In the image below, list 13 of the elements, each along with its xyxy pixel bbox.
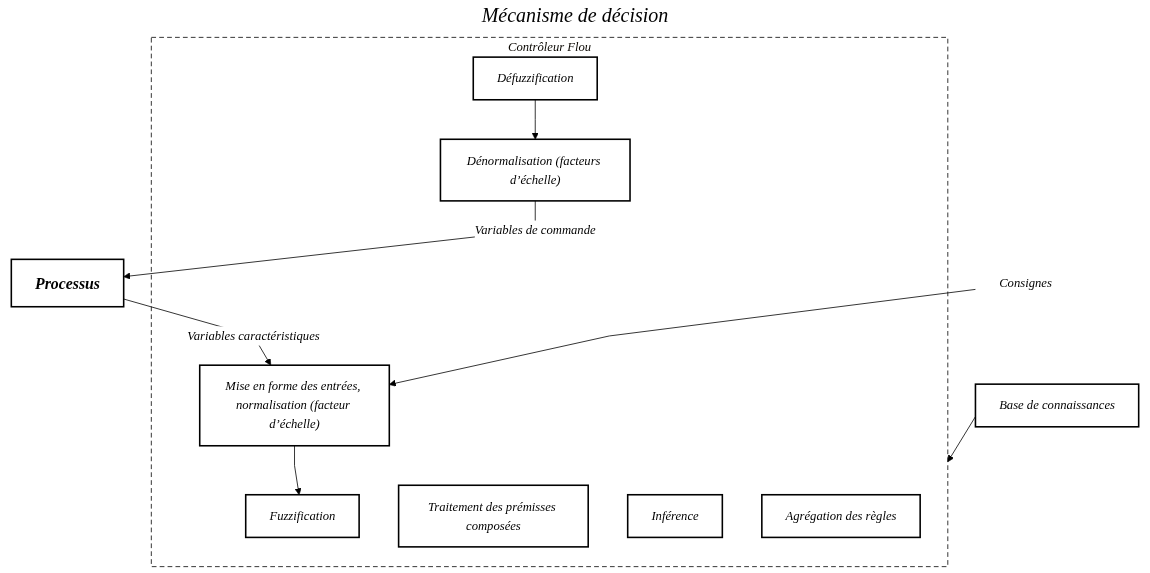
- node-box: Défuzzification: [472, 56, 598, 101]
- node-box: Traitement des prémisses composées: [397, 484, 589, 548]
- bracket-label: Mécanisme de décision: [481, 4, 669, 26]
- node-box: Processus: [10, 258, 125, 308]
- node-box: Base de connaissances: [974, 383, 1140, 428]
- node-box: Inférence: [626, 493, 724, 539]
- edge-label: Variables caractéristiques: [187, 328, 320, 343]
- node-text: Consignes: [999, 275, 1052, 290]
- node-box: Dénormalisation (facteurs d’échelle): [439, 138, 631, 202]
- node-box: Agrégation des règles: [761, 493, 921, 539]
- edge-label: Variables de commande: [474, 223, 596, 237]
- node-box: Fuzzification: [244, 493, 360, 539]
- node-box: Mise en forme des entrées, normalisation (facteur d’échelle): [198, 364, 391, 447]
